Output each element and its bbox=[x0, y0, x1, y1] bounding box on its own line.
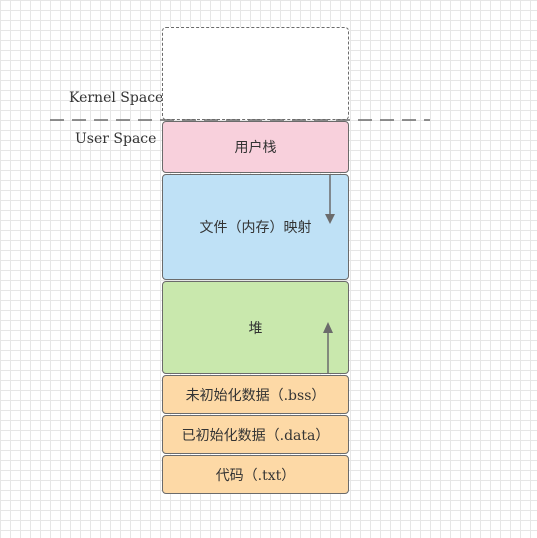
kernel-space-label: Kernel Space bbox=[69, 90, 164, 106]
heap-label: 堆 bbox=[248, 320, 263, 337]
data-label: 已初始化数据（.data） bbox=[181, 427, 330, 444]
user-stack-segment: 用户栈 bbox=[162, 121, 349, 173]
user-stack-label: 用户栈 bbox=[234, 140, 277, 156]
user-space-label: User Space bbox=[75, 131, 157, 147]
heap-segment: 堆 bbox=[162, 281, 349, 374]
bss-segment: 未初始化数据（.bss） bbox=[162, 375, 349, 414]
bss-label: 未初始化数据（.bss） bbox=[185, 387, 326, 404]
data-segment: 已初始化数据（.data） bbox=[162, 415, 349, 454]
text-segment: 代码（.txt） bbox=[162, 455, 349, 494]
mmap-label: 文件（内存）映射 bbox=[199, 220, 312, 236]
mmap-segment: 文件（内存）映射 bbox=[162, 174, 349, 280]
text-label: 代码（.txt） bbox=[215, 467, 296, 484]
kernel-space-block bbox=[162, 27, 349, 120]
